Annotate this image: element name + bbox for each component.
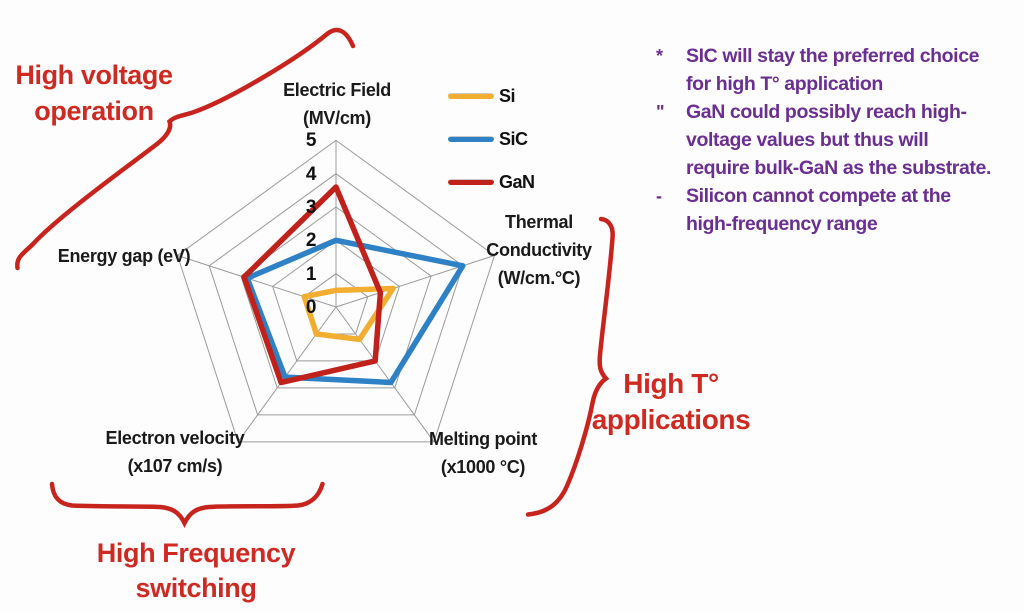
note-line: require bulk-GaN as the substrate. <box>686 157 991 179</box>
high-voltage-brace <box>15 27 356 271</box>
high-frequency-line1: High Frequency <box>96 538 296 568</box>
axis-label-line: Thermal <box>505 212 573 232</box>
note-item: " GaN could possibly reach high- voltage… <box>648 98 1020 182</box>
note-line: SIC will stay the preferred choice <box>686 45 980 67</box>
axis-label-line: (x1000 °C) <box>440 457 526 477</box>
axis-label-line: (W/cm.°C) <box>497 268 581 288</box>
legend-item-si: Si <box>448 85 535 106</box>
high-temp-line1: High T° <box>623 368 719 399</box>
high-temp-line2: applications <box>591 404 751 435</box>
legend: Si SiC GaN <box>448 85 535 192</box>
axis-label-energy-gap: Energy gap (eV) <box>34 242 214 270</box>
note-text: Silicon cannot compete at the high-frequ… <box>686 182 951 238</box>
note-line: voltage values but thus will <box>686 129 929 151</box>
note-item: - Silicon cannot compete at the high-fre… <box>648 182 1020 238</box>
series-GaN <box>241 184 384 386</box>
gan-line-swatch <box>448 179 494 185</box>
axis-label-line: Electric Field <box>283 80 391 100</box>
note-line: high-frequency range <box>686 213 878 235</box>
axis-label-electric-field: Electric Field (MV/cm) <box>262 76 412 132</box>
tick-3: 3 <box>305 197 317 218</box>
high-voltage-annotation: High voltage operation <box>6 57 182 129</box>
high-voltage-line2: operation <box>34 96 154 126</box>
high-frequency-line2: switching <box>135 573 257 603</box>
axis-label-line: Electron velocity <box>105 428 245 448</box>
series-Si <box>301 285 396 343</box>
note-text: GaN could possibly reach high- voltage v… <box>686 98 991 182</box>
high-frequency-annotation: High Frequency switching <box>78 536 314 606</box>
bullet-marker: * <box>656 46 664 66</box>
axis-label-line: (MV/cm) <box>303 108 371 128</box>
axis-label-melting-point: Melting point (x1000 °C) <box>408 425 558 481</box>
high-voltage-line1: High voltage <box>15 60 173 90</box>
tick-2: 2 <box>305 230 317 251</box>
axis-label-line: Conductivity <box>486 240 592 260</box>
high-temp-brace <box>525 216 615 517</box>
note-line: Silicon cannot compete at the <box>686 185 951 207</box>
legend-label-gan: GaN <box>499 171 535 192</box>
notes-list: * SIC will stay the preferred choice for… <box>648 42 1020 238</box>
tick-5: 5 <box>305 130 317 151</box>
bullet-marker: " <box>656 102 665 122</box>
sic-line-swatch <box>448 136 494 142</box>
note-line: for high T° application <box>686 73 883 95</box>
tick-1: 1 <box>305 264 317 285</box>
note-item: * SIC will stay the preferred choice for… <box>648 42 1020 98</box>
axis-label-electron-velocity: Electron velocity (x107 cm/s) <box>100 424 250 480</box>
note-line: GaN could possibly reach high- <box>686 101 967 123</box>
axis-label-line: Melting point <box>428 429 538 449</box>
series-SiC <box>244 237 466 386</box>
axis-label-line: Energy gap (eV) <box>57 246 191 266</box>
note-text: SIC will stay the preferred choice for h… <box>686 42 979 98</box>
legend-item-sic: SiC <box>448 128 535 149</box>
legend-label-si: Si <box>499 85 516 106</box>
tick-4: 4 <box>305 164 317 185</box>
bullet-marker: - <box>656 186 662 206</box>
tick-0: 0 <box>305 297 317 318</box>
si-line-swatch <box>448 93 494 99</box>
axis-label-line: (x107 cm/s) <box>127 456 223 476</box>
high-temp-annotation: High T° applications <box>586 366 756 438</box>
radar-grid <box>176 139 496 443</box>
axis-label-thermal-conductivity: Thermal Conductivity (W/cm.°C) <box>464 208 614 292</box>
high-frequency-brace <box>49 481 325 529</box>
legend-item-gan: GaN <box>448 171 535 192</box>
legend-label-sic: SiC <box>499 128 528 149</box>
